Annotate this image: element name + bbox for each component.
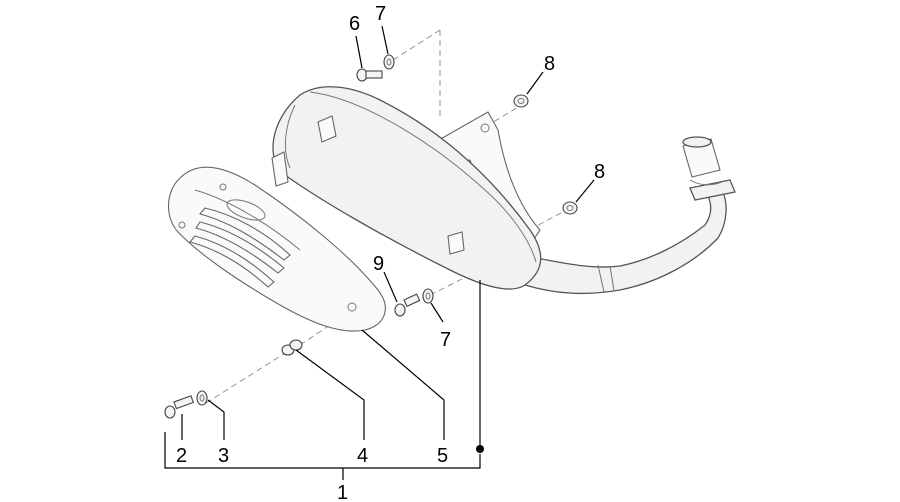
heat-shield xyxy=(167,166,386,332)
callout-4: 4 xyxy=(357,445,368,467)
callout-7-top: 7 xyxy=(375,3,386,25)
muffler-body xyxy=(271,86,542,290)
washer-3 xyxy=(196,390,208,406)
washer-7-top xyxy=(383,54,395,70)
hardware xyxy=(164,54,578,419)
callout-6: 6 xyxy=(349,13,360,35)
callout-8-mid: 8 xyxy=(594,161,605,183)
exhaust-pipe xyxy=(519,136,736,295)
callout-9: 9 xyxy=(373,253,384,275)
callout-7-mid: 7 xyxy=(440,329,451,351)
callout-5: 5 xyxy=(437,445,448,467)
screw-6 xyxy=(356,68,383,82)
callout-1: 1 xyxy=(337,482,348,502)
grommet-4 xyxy=(281,339,303,356)
callout-2: 2 xyxy=(176,445,187,467)
washer-7-mid xyxy=(422,288,434,304)
nut-8-mid xyxy=(562,201,578,215)
reference-dot xyxy=(476,445,484,453)
callout-3: 3 xyxy=(218,445,229,467)
leader-lines xyxy=(164,25,595,480)
callout-labels: 6 7 8 8 9 7 2 3 4 5 1 xyxy=(176,3,605,502)
callout-8-top: 8 xyxy=(544,53,555,75)
nut-8-top xyxy=(513,94,529,108)
screw-9 xyxy=(394,293,421,317)
screw-2 xyxy=(164,395,195,419)
